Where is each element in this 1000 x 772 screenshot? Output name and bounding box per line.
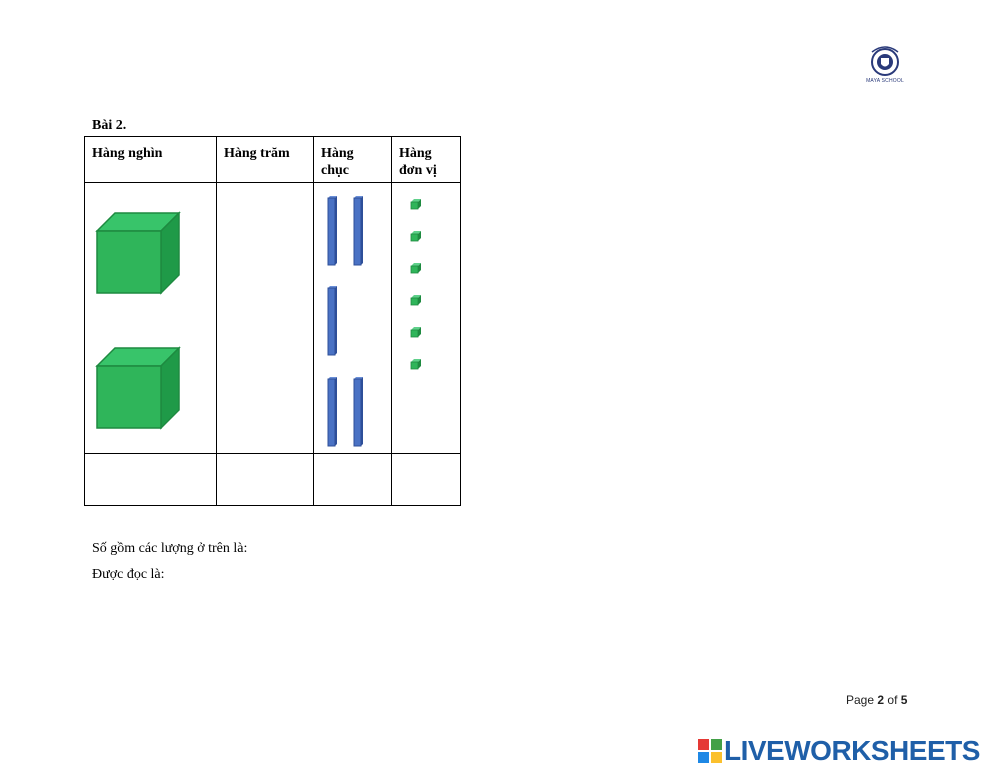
header-tens: Hàng chục [313,136,392,183]
unit-cube [410,199,421,210]
question-reading: Được đọc là: [92,567,165,582]
exercise-title: Bài 2. [92,118,127,133]
school-crest-icon [871,46,899,76]
ten-rod [353,196,363,266]
logo-text: MAYA SCHOOL [866,78,904,84]
header-thousands: Hàng nghìn [84,136,217,183]
thousand-cube [95,211,181,295]
header-units: Hàng đơn vị [391,136,461,183]
ten-rod [327,377,337,447]
ten-rod [327,286,337,356]
hundreds-cell [216,182,314,454]
answer-hundreds-cell[interactable] [216,453,314,506]
answer-thousands-cell[interactable] [84,453,217,506]
liveworksheets-brand[interactable]: LIVEWORKSHEETS [724,735,980,766]
answer-units-cell[interactable] [391,453,461,506]
header-hundreds: Hàng trăm [216,136,314,183]
unit-cube [410,359,421,370]
ten-rod [353,377,363,447]
place-value-table: Hàng nghìn Hàng trăm Hàng chục Hàng đơn … [84,136,461,506]
unit-cube [410,327,421,338]
tens-cell [313,182,392,454]
unit-cube [410,295,421,306]
page-number: Page 2 of 5 [846,693,908,707]
unit-cube [410,231,421,242]
liveworksheets-badge-icon [698,739,722,763]
thousands-cell [84,182,217,454]
answer-tens-cell[interactable] [313,453,392,506]
unit-cube [410,263,421,274]
thousand-cube [95,346,181,430]
question-number: Số gồm các lượng ở trên là: [92,541,248,556]
ten-rod [327,196,337,266]
units-cell [391,182,461,454]
